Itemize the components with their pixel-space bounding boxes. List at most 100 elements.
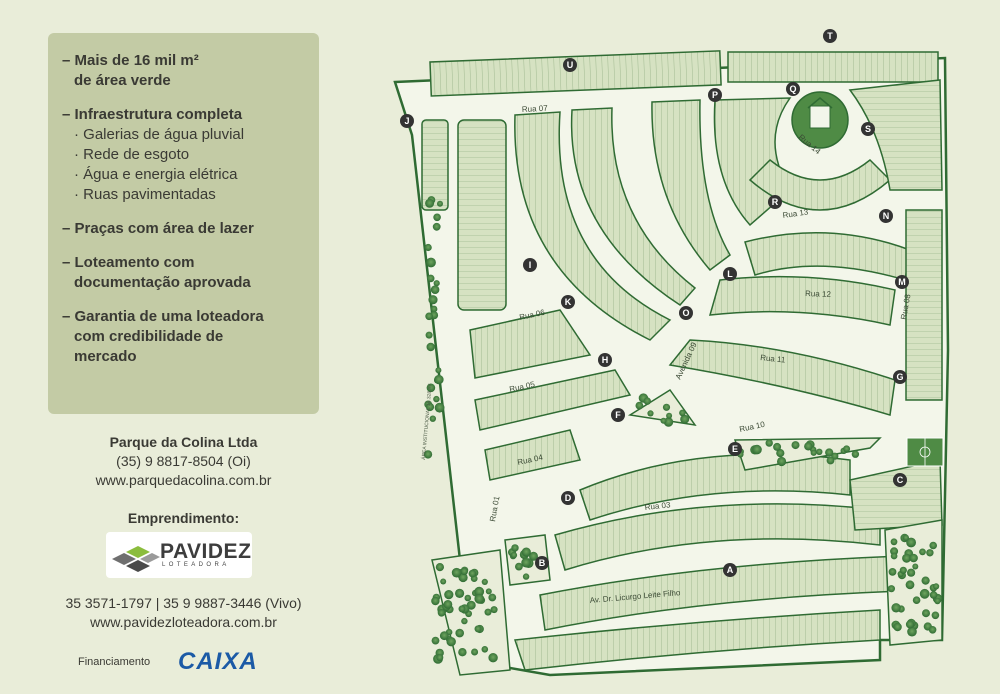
- tree-icon: [843, 445, 851, 453]
- tree-icon: [425, 331, 433, 339]
- map-marker-label: F: [615, 410, 621, 420]
- tree-icon: [905, 620, 915, 629]
- tree-icon: [432, 222, 441, 231]
- map-marker-label: A: [727, 565, 734, 575]
- map-marker-b: B: [535, 556, 549, 570]
- tree-icon: [433, 395, 440, 403]
- tree-icon: [931, 611, 940, 620]
- feature-line: – Infraestrutura completa: [62, 106, 243, 123]
- tree-icon: [468, 569, 477, 578]
- street-label: Rua 11: [760, 353, 787, 365]
- logo-name: PAVIDEZ: [160, 540, 252, 563]
- tree-icon: [907, 626, 917, 637]
- tree-icon: [443, 600, 453, 609]
- tree-icon: [635, 401, 644, 410]
- tree-icon: [929, 591, 938, 599]
- tree-icon: [455, 588, 465, 599]
- tree-icon: [521, 547, 531, 557]
- tree-icon: [511, 544, 519, 552]
- map-marker-label: M: [898, 277, 906, 287]
- lot-block: [457, 119, 507, 311]
- tree-icon: [474, 625, 482, 633]
- developer-website[interactable]: www.pavidezloteadora.com.br: [90, 614, 277, 630]
- tree-icon: [893, 622, 902, 632]
- tree-icon: [426, 274, 435, 283]
- feature-line: com credibilidade de: [74, 328, 224, 345]
- tree-icon: [455, 628, 464, 638]
- tree-icon: [428, 295, 438, 305]
- feature-line: – Garantia de uma loteadora: [62, 308, 264, 325]
- contact-block: Parque da Colina Ltda (35) 9 8817-8504 (…: [48, 433, 319, 490]
- feature-sub-item: · Ruas pavimentadas: [74, 186, 216, 203]
- tree-icon: [434, 374, 444, 385]
- map-marker-label: S: [865, 124, 871, 134]
- lot-block: [474, 369, 632, 431]
- tree-icon: [660, 417, 667, 424]
- tree-icon: [458, 605, 466, 613]
- map-marker-label: Q: [789, 84, 796, 94]
- lot-block: [469, 309, 592, 379]
- bank-logo: CAIXA: [178, 648, 258, 675]
- map-marker-r: R: [768, 195, 782, 209]
- tree-icon: [643, 397, 651, 405]
- lot-block: [484, 429, 581, 481]
- feature-sub-item: · Galerias de água pluvial: [74, 126, 245, 143]
- map-marker-label: H: [602, 355, 609, 365]
- street-label: Rua 12: [805, 289, 832, 299]
- tree-icon: [933, 583, 940, 590]
- tree-icon: [921, 576, 930, 585]
- tree-icon: [891, 603, 901, 613]
- tree-icon: [919, 588, 930, 599]
- tree-icon: [433, 213, 441, 222]
- tree-icon: [521, 557, 531, 568]
- tree-icon: [451, 567, 462, 578]
- lot-block: [668, 339, 896, 416]
- map-marker-h: H: [598, 353, 612, 367]
- tree-icon: [922, 609, 930, 618]
- map-marker-i: I: [523, 258, 537, 272]
- tree-icon: [435, 563, 444, 572]
- tree-icon: [488, 593, 497, 602]
- tree-icon: [765, 439, 773, 447]
- tree-icon: [662, 403, 671, 411]
- map-marker-a: A: [723, 563, 737, 577]
- map-marker-l: L: [723, 267, 737, 281]
- tree-icon: [460, 567, 468, 576]
- map-marker-e: E: [728, 442, 742, 456]
- company-website[interactable]: www.parquedacolina.com.br: [95, 472, 272, 488]
- feature-line: – Mais de 16 mil m²: [62, 52, 199, 69]
- tree-icon: [430, 305, 438, 313]
- feature-line: – Loteamento com: [62, 254, 195, 271]
- church-icon: [809, 105, 831, 129]
- map-marker-label: G: [896, 372, 903, 382]
- features-panel: – Mais de 16 mil m² de área verde – Infr…: [48, 33, 319, 414]
- developer-contact: 35 3571-1797 | 35 9 9887-3446 (Vivo) www…: [40, 594, 327, 632]
- map-marker-f: F: [611, 408, 625, 422]
- lot-block: [514, 111, 672, 341]
- map-marker-n: N: [879, 209, 893, 223]
- map-marker-label: K: [565, 297, 572, 307]
- feature-line: documentação aprovada: [74, 274, 251, 291]
- tree-icon: [436, 654, 444, 662]
- tree-icon: [890, 547, 899, 556]
- tree-icon: [887, 585, 896, 593]
- tree-icon: [430, 285, 440, 295]
- tree-icon: [791, 441, 800, 450]
- tree-icon: [425, 312, 433, 321]
- map-marker-label: O: [682, 308, 689, 318]
- tree-icon: [439, 631, 449, 641]
- logo-subtitle: LOTEADORA: [162, 562, 230, 568]
- tree-icon: [471, 648, 479, 656]
- tree-icon: [906, 537, 916, 548]
- trees: [423, 196, 943, 664]
- map-marker-label: I: [529, 260, 532, 270]
- tree-icon: [437, 609, 446, 617]
- tree-icon: [902, 553, 912, 563]
- lot-block: [651, 99, 731, 272]
- tree-icon: [907, 568, 916, 577]
- map-marker-label: R: [772, 197, 779, 207]
- feature-line: de área verde: [74, 72, 171, 89]
- map-marker-c: C: [893, 473, 907, 487]
- tree-icon: [464, 594, 472, 602]
